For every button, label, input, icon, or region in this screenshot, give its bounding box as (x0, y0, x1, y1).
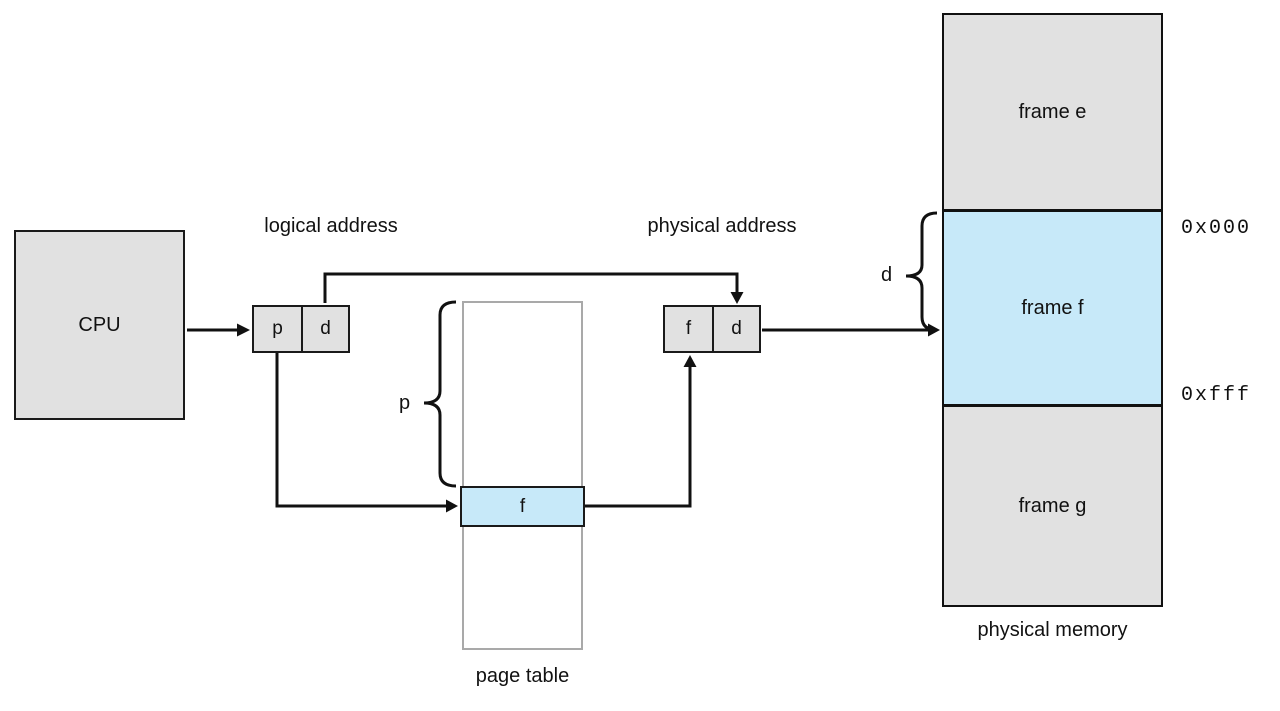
p-brace-label: p (399, 392, 411, 414)
page-table-highlighted-entry: f (460, 486, 585, 527)
page-table-entry-label: f (519, 495, 526, 517)
logical-address-caption: logical address (264, 215, 398, 237)
d-brace-label: d (881, 264, 893, 286)
arrowhead-into-page-table-entry (446, 499, 458, 513)
line-page-table-to-physical-f (585, 367, 692, 508)
d-brace (905, 211, 938, 332)
frame-end-address-label: 0xfff (1181, 384, 1252, 407)
line-p-to-page-table (275, 353, 446, 508)
page-table-box (462, 301, 583, 650)
arrowhead-into-physical-f (683, 355, 697, 367)
frame-f: frame f (944, 209, 1161, 407)
physical-address-box: f d (663, 305, 761, 353)
frame-start-address-label: 0x000 (1181, 217, 1252, 240)
logical-address-d-cell: d (301, 307, 348, 351)
frame-e: frame e (944, 15, 1161, 209)
arrowhead-cpu-to-logical-address (237, 323, 250, 337)
physical-address-caption: physical address (647, 215, 797, 237)
line-logical-d-to-physical-d (323, 272, 739, 303)
cpu-label: CPU (78, 313, 121, 336)
page-table-caption: page table (475, 665, 570, 687)
cpu-box: CPU (14, 230, 185, 420)
logical-address-box: p d (252, 305, 350, 353)
physical-memory-box: frame e frame f frame g (942, 13, 1163, 607)
arrowhead-into-physical-d (730, 292, 744, 304)
p-brace (423, 300, 457, 488)
physical-address-d-cell: d (712, 307, 759, 351)
physical-memory-caption: physical memory (977, 619, 1128, 641)
frame-g: frame g (944, 407, 1161, 605)
logical-address-p-cell: p (272, 318, 283, 339)
physical-address-f-cell: f (685, 318, 692, 339)
